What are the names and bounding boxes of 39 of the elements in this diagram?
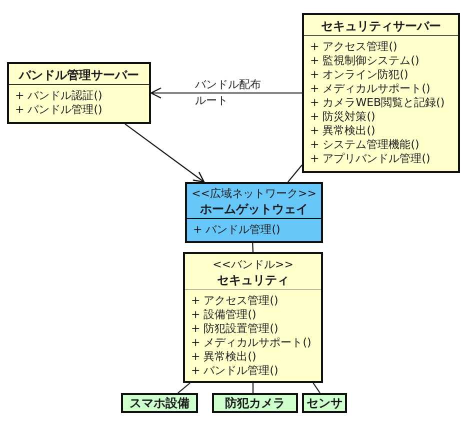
arrow — [150, 87, 302, 99]
method-text: + オンライン防犯() — [310, 68, 408, 81]
method-text: + アクセス管理() — [310, 40, 398, 53]
device-box: 防犯カメラ — [212, 393, 298, 413]
method-text: + 監視制御システム() — [310, 54, 420, 67]
method-text: + カメラWEB閲覧と記録() — [310, 96, 445, 109]
arrow — [124, 124, 205, 183]
class-box — [185, 182, 323, 243]
class-box — [302, 13, 460, 173]
class-box — [183, 252, 323, 383]
device-box: センサ — [302, 393, 347, 413]
method-text: + アクセス管理() — [191, 294, 278, 307]
connector-line — [312, 382, 320, 394]
method-text: + 異常検出() — [310, 124, 376, 137]
class-name: セキュリティサーバー — [321, 19, 441, 33]
edge-label: バンドル配布ルート — [195, 77, 262, 109]
method-text: + バンドル管理() — [193, 223, 280, 236]
method-text: + アプリバンドル管理() — [310, 152, 430, 165]
method-text: + メディカルサポート() — [310, 82, 430, 95]
class-name: バンドル管理サーバー — [19, 68, 139, 82]
method-text: + 防犯設置管理() — [191, 322, 278, 335]
method-text: + 設備管理() — [191, 308, 256, 321]
class-box — [7, 62, 151, 124]
method-text: + 防災対策() — [310, 110, 376, 123]
device-box: スマホ設備 — [121, 393, 198, 413]
class-name: セキュリティ — [217, 273, 289, 287]
stereotype-text: <<広域ネットワーク>> — [192, 187, 316, 200]
class-name: ホームゲットウェイ — [200, 202, 308, 216]
method-text: + メディカルサポート() — [191, 336, 312, 349]
method-text: + バンドル認証() — [15, 89, 102, 102]
connector-line — [288, 164, 302, 182]
connector-line — [252, 383, 254, 393]
stereotype-text: <<バンドル>> — [212, 258, 294, 271]
method-text: + バンドル管理() — [191, 364, 278, 377]
connector-line — [178, 382, 190, 394]
method-text: + 異常検出() — [191, 350, 256, 363]
connector-line — [252, 242, 254, 252]
method-text: + システム管理機能() — [310, 138, 420, 151]
method-text: + バンドル管理() — [15, 103, 102, 116]
